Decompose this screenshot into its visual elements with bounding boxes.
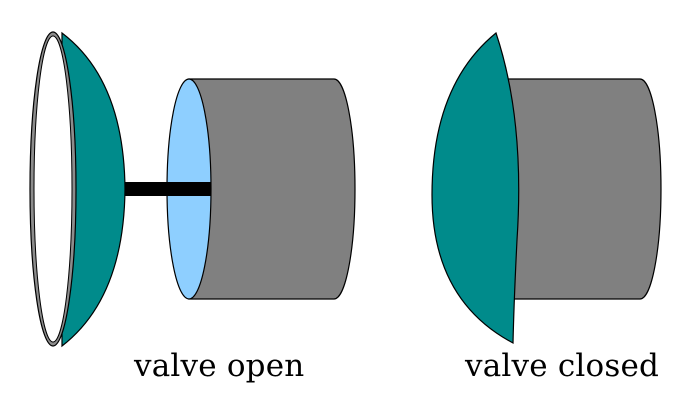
closed-valve-disc	[431, 31, 520, 344]
closed-cylinder-body	[479, 78, 662, 300]
caption-valve-open: valve open	[134, 348, 305, 384]
open-valve-disc	[61, 31, 126, 348]
open-valve-face	[33, 35, 73, 343]
open-cylinder-body	[188, 78, 356, 300]
valve-closed-illustration	[431, 31, 662, 344]
open-valve-stem	[115, 182, 211, 196]
caption-valve-closed: valve closed	[465, 348, 660, 384]
valve-open-illustration	[29, 31, 356, 348]
